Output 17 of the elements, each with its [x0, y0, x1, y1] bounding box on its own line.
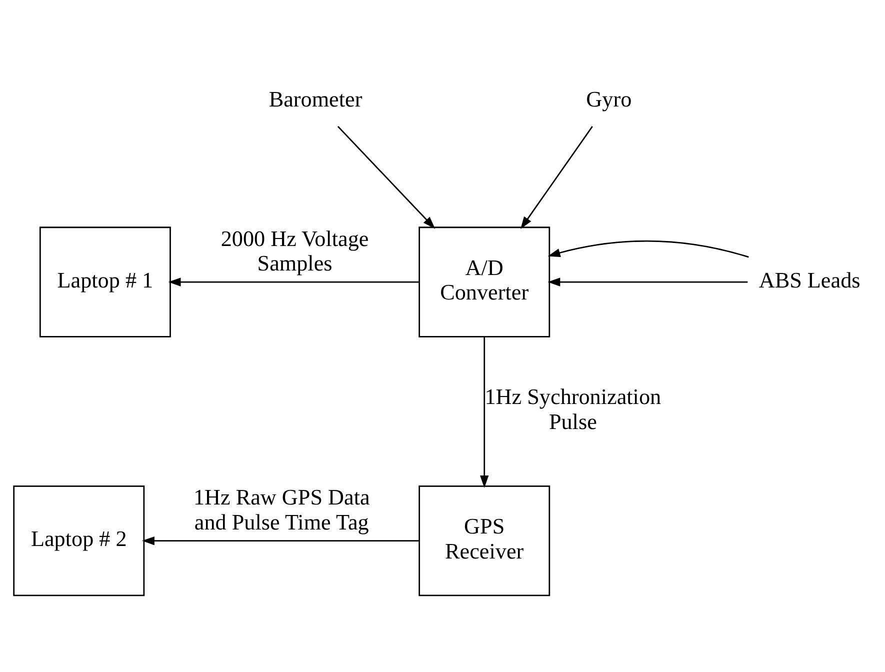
- arrow: [142, 536, 419, 546]
- node-box: Laptop # 2: [13, 485, 145, 596]
- edge-label: 2000 Hz Voltage Samples: [220, 226, 369, 276]
- node-box: A/D Converter: [418, 226, 550, 338]
- node-box: GPS Receiver: [418, 485, 550, 596]
- node-text: Gyro: [586, 86, 632, 112]
- arrow: [520, 126, 593, 230]
- arrow: [337, 126, 436, 229]
- arrow: [548, 240, 749, 258]
- arrow: [548, 278, 748, 286]
- edge-label: 1Hz Sychronization Pulse: [484, 384, 662, 434]
- arrow: [168, 278, 419, 286]
- edge-label: 1Hz Raw GPS Data and Pulse Time Tag: [193, 484, 370, 534]
- node-text: ABS Leads: [758, 267, 860, 292]
- node-box: Laptop # 1: [39, 226, 171, 338]
- node-text: Barometer: [268, 86, 362, 112]
- arrow: [480, 337, 489, 488]
